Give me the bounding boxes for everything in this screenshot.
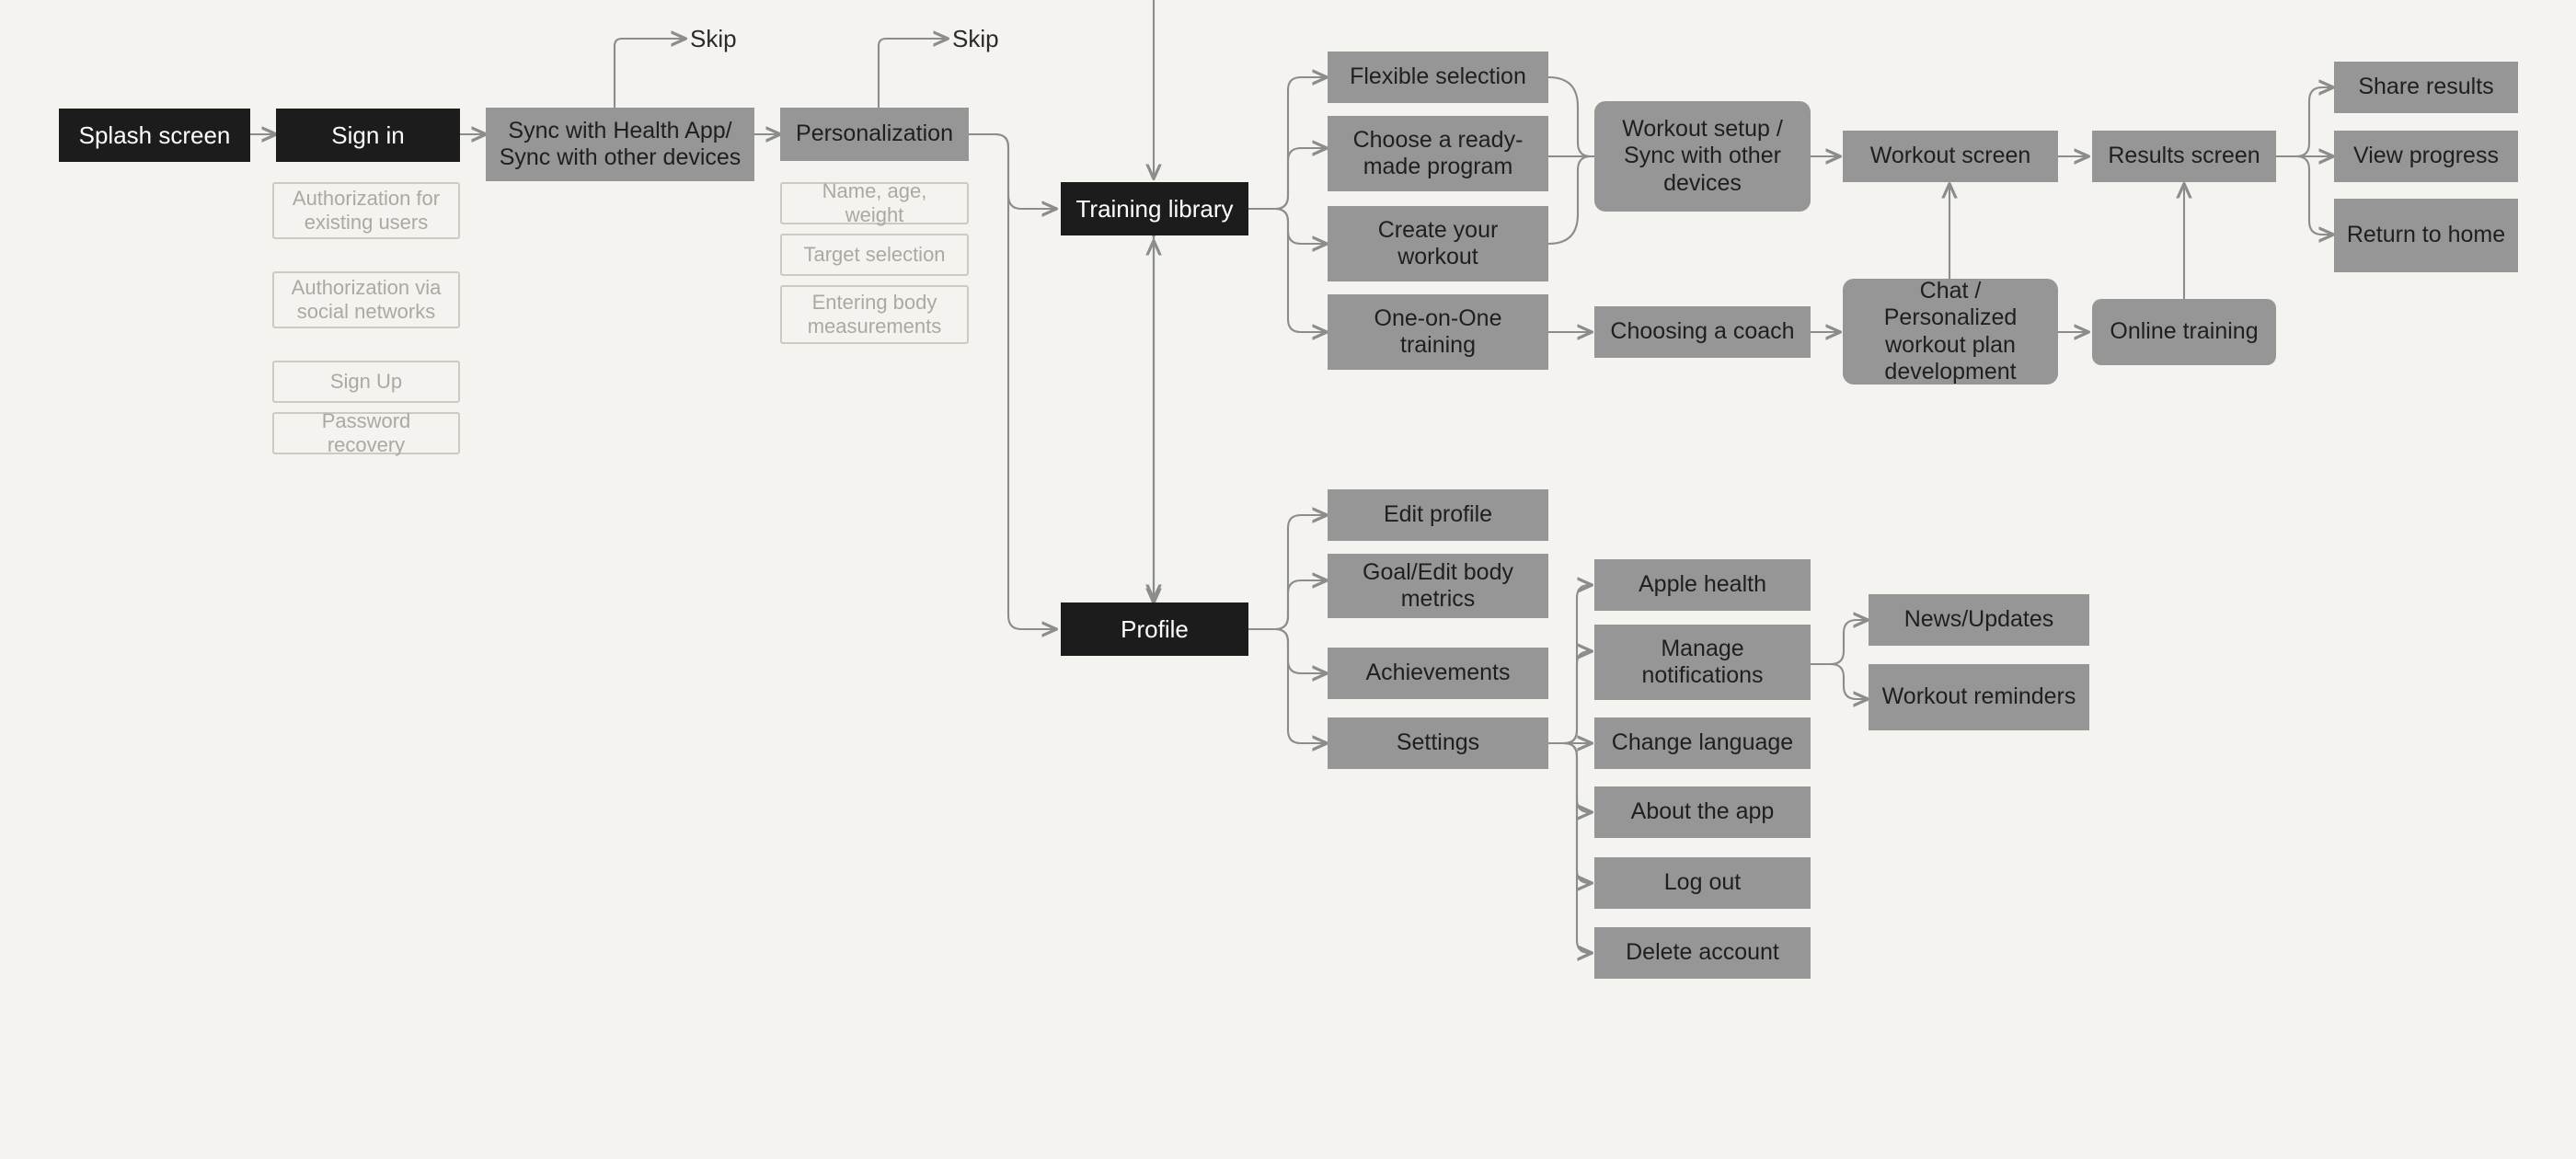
label-skip-sync: Skip (690, 23, 737, 54)
node-label: Return to home (2346, 222, 2506, 248)
node-label: Choose a ready-made program (1352, 126, 1524, 180)
node-label: Sync with Health App/ Sync with other de… (499, 117, 742, 171)
node-label: About the app (1630, 798, 1775, 825)
node-goal-edit-body-metrics[interactable]: Goal/Edit body metrics (1328, 554, 1548, 618)
node-personalization[interactable]: Personalization (780, 108, 969, 161)
node-label: Workout setup / Sync with other devices (1622, 115, 1783, 196)
node-return-to-home[interactable]: Return to home (2334, 199, 2518, 272)
node-label: Flexible selection (1350, 63, 1526, 90)
node-one-on-one-training[interactable]: One-on-One training (1328, 294, 1548, 370)
node-label: Sign Up (329, 370, 403, 394)
node-entering-body-measurements[interactable]: Entering body measurements (780, 285, 969, 344)
node-target-selection[interactable]: Target selection (780, 234, 969, 276)
node-label: Manage notifications (1641, 635, 1764, 689)
node-about-the-app[interactable]: About the app (1594, 786, 1811, 838)
node-label: Achievements (1365, 660, 1511, 686)
node-choose-ready-made-program[interactable]: Choose a ready-made program (1328, 116, 1548, 191)
node-label: Choosing a coach (1610, 318, 1795, 345)
node-apple-health[interactable]: Apple health (1594, 559, 1811, 611)
node-authorization-existing-users[interactable]: Authorization for existing users (272, 182, 460, 239)
node-label: Splash screen (78, 120, 231, 149)
node-label: News/Updates (1903, 606, 2054, 633)
node-create-your-workout[interactable]: Create your workout (1328, 206, 1548, 281)
node-chat-personalized-plan[interactable]: Chat / Personalized workout plan develop… (1843, 277, 2058, 385)
node-label: Goal/Edit body metrics (1363, 558, 1513, 613)
node-manage-notifications[interactable]: Manage notifications (1594, 625, 1811, 700)
node-label: View progress (2353, 143, 2499, 169)
node-log-out[interactable]: Log out (1594, 857, 1811, 909)
node-label: Password recovery (321, 409, 411, 456)
node-label: Personalization (796, 120, 953, 147)
node-label: Settings (1396, 729, 1480, 756)
skip-text: Skip (952, 24, 999, 52)
node-label: Authorization via social networks (291, 276, 442, 323)
node-authorization-social-networks[interactable]: Authorization via social networks (272, 271, 460, 328)
node-label: Results screen (2108, 143, 2260, 169)
node-sign-up[interactable]: Sign Up (272, 361, 460, 403)
node-training-library[interactable]: Training library (1061, 182, 1248, 235)
node-achievements[interactable]: Achievements (1328, 648, 1548, 699)
node-label: Apple health (1638, 571, 1766, 598)
node-label: Change language (1611, 729, 1794, 756)
node-label: Profile (1121, 614, 1189, 643)
node-delete-account[interactable]: Delete account (1594, 927, 1811, 979)
node-label: Log out (1663, 869, 1742, 896)
label-skip-personalization: Skip (952, 23, 999, 54)
node-choosing-a-coach[interactable]: Choosing a coach (1594, 306, 1811, 358)
node-label: Chat / Personalized workout plan develop… (1883, 277, 2018, 385)
node-name-age-weight[interactable]: Name, age, weight (780, 179, 969, 226)
node-splash-screen[interactable]: Splash screen (59, 109, 250, 162)
skip-text: Skip (690, 24, 737, 52)
node-label: Online training (2110, 318, 2259, 345)
node-password-recovery[interactable]: Password recovery (272, 409, 460, 456)
node-edit-profile[interactable]: Edit profile (1328, 489, 1548, 541)
node-sign-in[interactable]: Sign in (276, 109, 460, 162)
node-label: Delete account (1626, 939, 1779, 966)
node-label: Workout screen (1869, 143, 2031, 169)
node-label: Share results (2358, 74, 2494, 100)
node-label: Workout reminders (1881, 683, 2076, 710)
node-workout-reminders[interactable]: Workout reminders (1869, 664, 2089, 730)
node-label: Training library (1075, 194, 1234, 223)
node-share-results[interactable]: Share results (2334, 62, 2518, 113)
node-flexible-selection[interactable]: Flexible selection (1328, 52, 1548, 103)
node-settings[interactable]: Settings (1328, 717, 1548, 769)
node-label: Target selection (803, 243, 946, 267)
node-label: One-on-One training (1374, 304, 1502, 359)
node-change-language[interactable]: Change language (1594, 717, 1811, 769)
node-results-screen[interactable]: Results screen (2092, 131, 2276, 182)
node-online-training[interactable]: Online training (2092, 299, 2276, 365)
node-label: Authorization for existing users (292, 187, 441, 234)
node-label: Entering body measurements (807, 291, 942, 338)
node-label: Name, age, weight (822, 179, 927, 226)
node-view-progress[interactable]: View progress (2334, 131, 2518, 182)
node-profile[interactable]: Profile (1061, 602, 1248, 656)
node-workout-setup[interactable]: Workout setup / Sync with other devices (1594, 101, 1811, 212)
node-news-updates[interactable]: News/Updates (1869, 594, 2089, 646)
node-workout-screen[interactable]: Workout screen (1843, 131, 2058, 182)
node-label: Edit profile (1383, 501, 1493, 528)
node-label: Sign in (331, 120, 405, 149)
node-sync-with-health-app[interactable]: Sync with Health App/ Sync with other de… (486, 108, 754, 181)
node-label: Create your workout (1377, 216, 1499, 270)
